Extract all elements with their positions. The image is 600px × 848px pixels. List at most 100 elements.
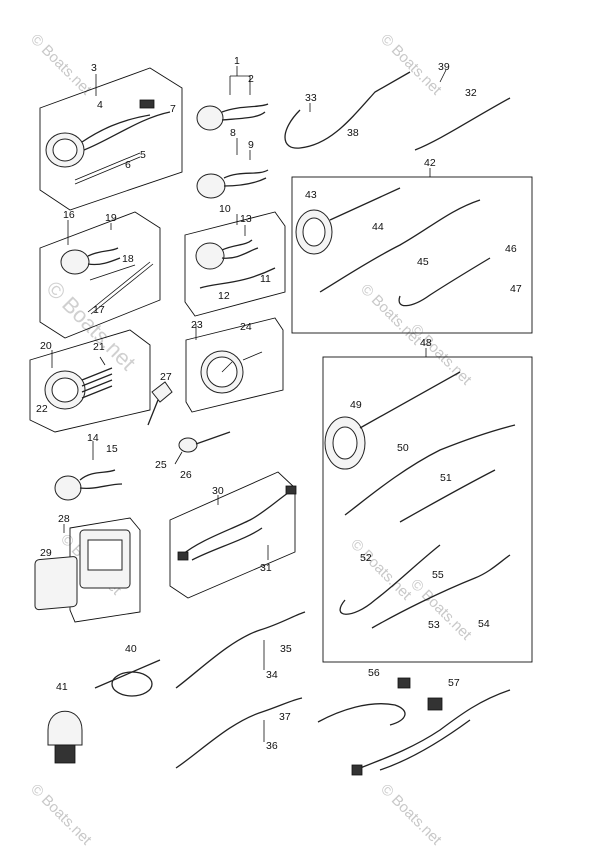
- part-drawings: [34, 71, 516, 776]
- callout-25: 25: [155, 459, 167, 471]
- callout-33: 33: [305, 92, 317, 104]
- callout-45: 45: [417, 256, 429, 268]
- sender-icon: [147, 381, 173, 426]
- watermark-text: © Boats.net: [27, 781, 95, 848]
- callout-36: 36: [266, 740, 278, 752]
- cable-icon: [175, 611, 306, 689]
- gauge-icon: [196, 103, 269, 131]
- callout-22: 22: [36, 403, 48, 415]
- gauge-icon: [44, 367, 113, 410]
- callout-30: 30: [212, 485, 224, 497]
- harness-icon: [399, 469, 496, 523]
- gauge-icon: [60, 247, 154, 315]
- callout-28: 28: [58, 513, 70, 525]
- callout-48: 48: [420, 337, 432, 349]
- callout-1: 1: [234, 55, 240, 67]
- watermark-text: © Boats.net: [41, 276, 140, 375]
- callout-52: 52: [360, 552, 372, 564]
- callout-18: 18: [122, 253, 134, 265]
- gauge-icon: [196, 169, 269, 199]
- callout-47: 47: [510, 283, 522, 295]
- callout-17: 17: [93, 304, 105, 316]
- callout-19: 19: [105, 212, 117, 224]
- callout-24: 24: [240, 321, 252, 333]
- callout-14: 14: [87, 432, 99, 444]
- callout-37: 37: [279, 711, 291, 723]
- gauge-icon: [195, 239, 276, 289]
- group-box-10: [184, 211, 286, 317]
- callout-35: 35: [280, 643, 292, 655]
- callout-11: 11: [260, 273, 271, 285]
- gauge-icon: [45, 99, 171, 185]
- callout-12: 12: [218, 290, 230, 302]
- group-boxes: [29, 67, 533, 663]
- cable-icon: [94, 659, 161, 697]
- harness-icon: [344, 424, 516, 516]
- callout-9: 9: [248, 139, 254, 151]
- callout-29: 29: [40, 547, 52, 559]
- callout-56: 56: [368, 667, 380, 679]
- callout-15: 15: [106, 443, 118, 455]
- harness-icon: [177, 485, 297, 561]
- cable-icon: [339, 544, 441, 615]
- gauge-icon: [295, 187, 401, 255]
- gauge-icon: [324, 371, 461, 470]
- callout-53: 53: [428, 619, 440, 631]
- callout-38: 38: [347, 127, 359, 139]
- watermark-text: © Boats.net: [407, 576, 475, 644]
- harness-icon: [319, 199, 481, 293]
- watermark-text: © Boats.net: [407, 321, 475, 389]
- harness-icon: [371, 554, 511, 629]
- callout-4: 4: [97, 99, 103, 111]
- harness-icon: [317, 677, 411, 726]
- callout-39: 39: [438, 61, 450, 73]
- callout-13: 13: [240, 213, 252, 225]
- callout-51: 51: [440, 472, 452, 484]
- callout-49: 49: [350, 399, 362, 411]
- display-icon: [34, 529, 131, 611]
- callout-40: 40: [125, 643, 137, 655]
- callout-31: 31: [260, 562, 272, 574]
- watermark-text: © Boats.net: [27, 31, 95, 99]
- callout-44: 44: [372, 221, 384, 233]
- callout-55: 55: [432, 569, 444, 581]
- callout-41: 41: [56, 681, 68, 693]
- callout-7: 7: [170, 103, 176, 115]
- callout-43: 43: [305, 189, 317, 201]
- watermark-text: © Boats.net: [377, 781, 445, 848]
- callout-26: 26: [180, 469, 192, 481]
- callout-6: 6: [125, 159, 131, 171]
- cable-icon: [398, 257, 491, 307]
- callout-16: 16: [63, 209, 75, 221]
- callout-10: 10: [219, 203, 231, 215]
- gauge-icon: [200, 350, 263, 394]
- harness-icon: [351, 689, 511, 776]
- callout-57: 57: [448, 677, 460, 689]
- gauge-icon: [54, 469, 123, 501]
- callout-32: 32: [465, 87, 477, 99]
- callout-46: 46: [505, 243, 517, 255]
- callout-labels: 3 4 7 5 6 1 2 8 9 16 19 18 17 10 13 11 1…: [36, 55, 522, 752]
- watermark-text: © Boats.net: [377, 31, 445, 99]
- watermark-text: © Boats.net: [347, 536, 415, 604]
- cable-icon: [284, 71, 411, 149]
- cable-icon: [175, 697, 303, 769]
- group-box-20: [29, 329, 151, 433]
- group-box-3: [39, 67, 183, 211]
- callout-34: 34: [266, 669, 278, 681]
- group-box-30: [169, 471, 296, 599]
- callout-27: 27: [160, 371, 172, 383]
- group-box-23: [185, 317, 284, 413]
- leader-lines: [51, 66, 447, 742]
- callout-23: 23: [191, 319, 203, 331]
- group-box-42: [291, 176, 533, 334]
- group-box-16: [39, 211, 161, 339]
- callout-42: 42: [424, 157, 436, 169]
- group-box-28: [69, 517, 141, 623]
- callout-20: 20: [40, 340, 52, 352]
- callout-21: 21: [93, 341, 105, 353]
- callout-5: 5: [140, 149, 146, 161]
- callout-2: 2: [248, 73, 254, 85]
- cable-icon: [414, 97, 511, 151]
